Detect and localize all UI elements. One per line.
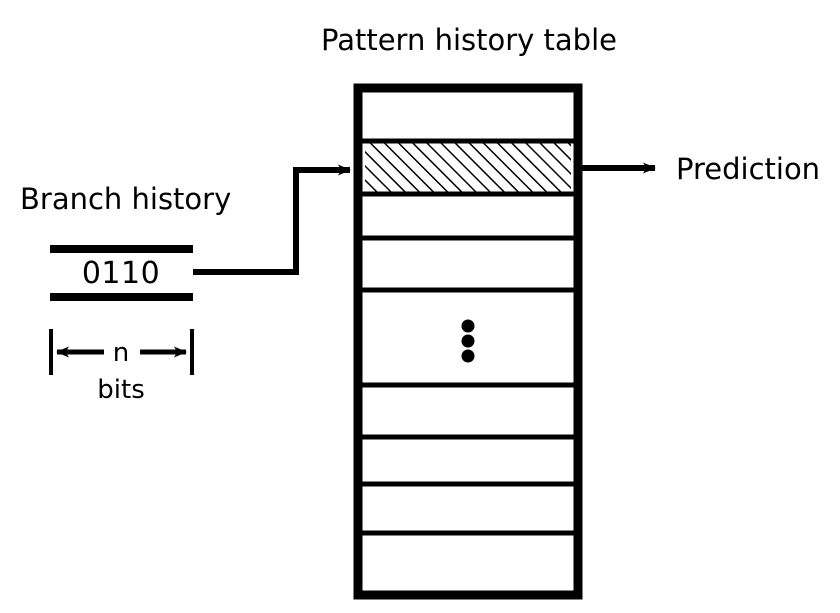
- vertical-ellipsis-icon: [461, 319, 475, 363]
- pattern-history-table: [353, 83, 583, 600]
- width-units-label: bits: [97, 375, 144, 405]
- page-title: Pattern history table: [321, 23, 617, 57]
- arrow-right-icon: [193, 164, 351, 275]
- table-row-highlighted[interactable]: [365, 141, 571, 194]
- prediction-label: Prediction: [676, 152, 820, 186]
- index-connector: [193, 164, 351, 275]
- branch-history-label: Branch history: [20, 182, 231, 216]
- branch-history-value: 0110: [82, 256, 160, 291]
- width-n-label: n: [113, 338, 129, 368]
- output-connector: Prediction: [578, 152, 820, 186]
- branch-history-group: Branch history 0110 n bits: [20, 182, 231, 405]
